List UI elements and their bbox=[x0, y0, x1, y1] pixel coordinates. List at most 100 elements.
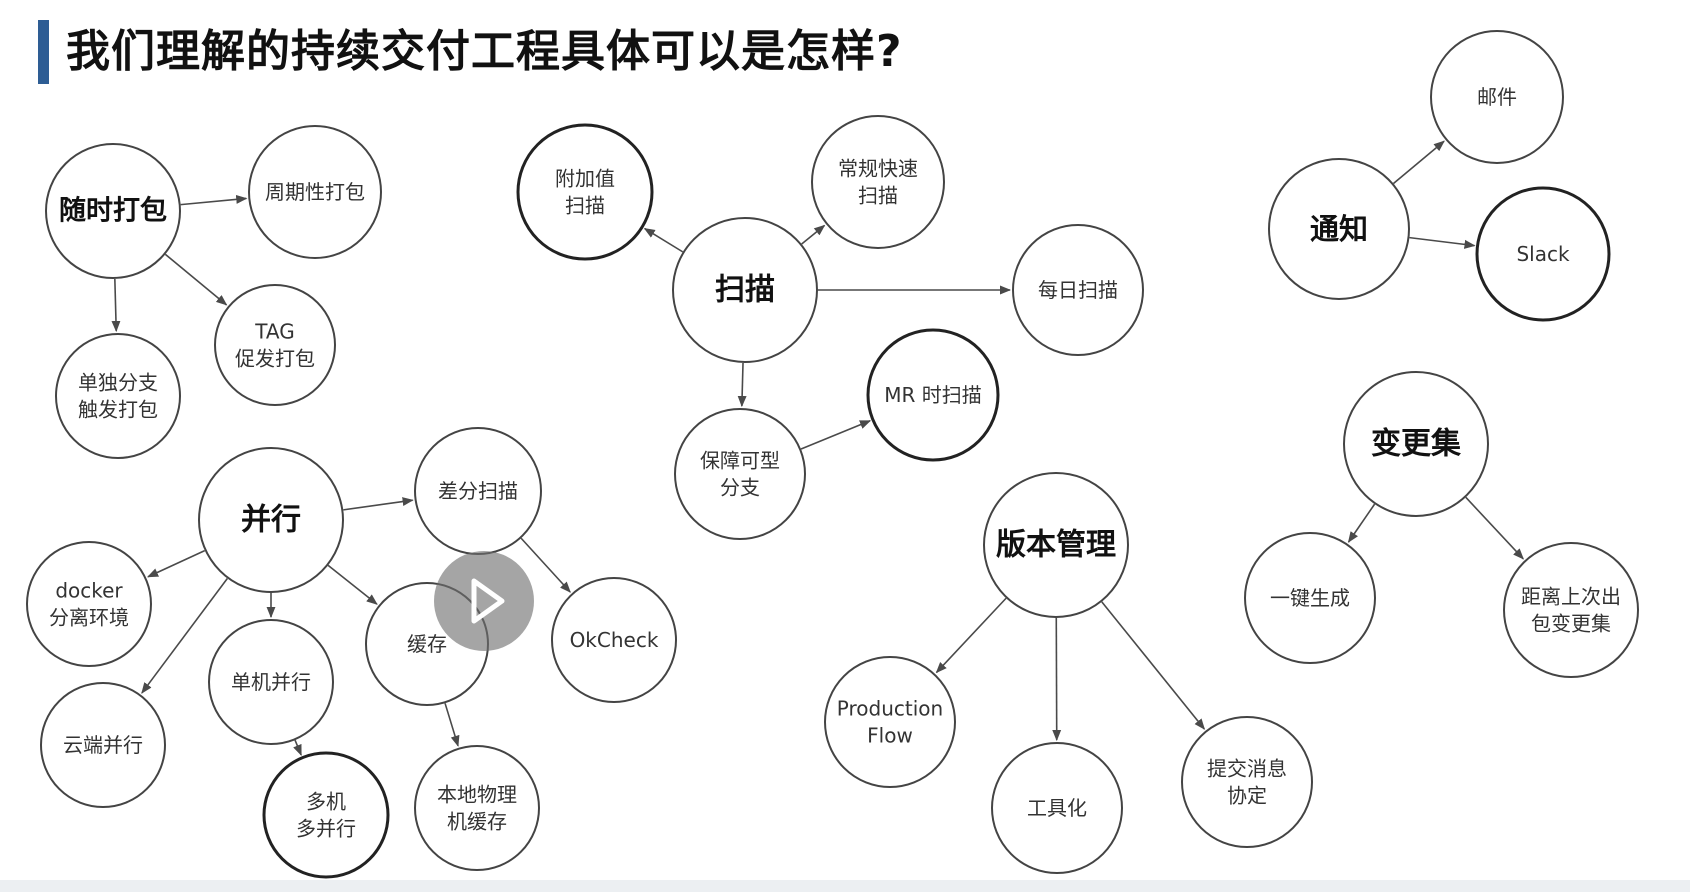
node-circle bbox=[1430, 30, 1564, 164]
node-label: 并行 bbox=[241, 503, 301, 538]
node-label: 单独分支 bbox=[78, 371, 158, 395]
node-label: TAG bbox=[254, 320, 295, 344]
node-circle bbox=[248, 125, 382, 259]
edge-tongzhi-to-youjian bbox=[1392, 140, 1445, 185]
edge-saomiao-to-baozhang_fenzhi bbox=[737, 362, 747, 408]
node-label: Slack bbox=[1516, 242, 1570, 266]
edge-chafen_saomiao-to-okcheck bbox=[520, 537, 571, 593]
node-circle bbox=[45, 143, 181, 279]
node-label: MR 时扫描 bbox=[884, 383, 982, 407]
edge-tongzhi-to-slack bbox=[1409, 236, 1476, 249]
node-label: 随时打包 bbox=[59, 195, 167, 227]
edge-biangengji-to-yijian_shengcheng bbox=[1347, 503, 1376, 543]
bottom-strip bbox=[0, 880, 1690, 892]
node-saomiao: 扫描 bbox=[672, 217, 818, 363]
node-label: 包变更集 bbox=[1531, 612, 1611, 636]
node-circle bbox=[414, 745, 540, 871]
video-play-button[interactable] bbox=[434, 551, 534, 651]
node-label: 分离环境 bbox=[49, 606, 129, 630]
node-circle bbox=[1268, 158, 1410, 300]
node-circle bbox=[983, 472, 1129, 618]
node-label: 距离上次出 bbox=[1521, 585, 1621, 609]
title-accent-bar bbox=[38, 20, 49, 84]
node-yijian-shengcheng: 一键生成 bbox=[1244, 532, 1376, 664]
node-label: 协定 bbox=[1227, 784, 1267, 808]
edge-biangengji-to-juli_shangci bbox=[1465, 496, 1524, 560]
edge-suishi_dabao-to-dandu_fenzhi bbox=[111, 278, 121, 333]
node-label: 通知 bbox=[1310, 212, 1368, 246]
node-chafen-saomiao: 差分扫描 bbox=[414, 427, 542, 555]
node-label: 多机 bbox=[306, 790, 346, 814]
node-circle bbox=[866, 328, 1000, 462]
node-label: 本地物理 bbox=[437, 783, 517, 807]
node-label: 保障可型 bbox=[700, 449, 780, 473]
node-label: 工具化 bbox=[1027, 796, 1087, 820]
node-circle bbox=[811, 115, 945, 249]
node-yunduan-bingxing: 云端并行 bbox=[40, 682, 166, 808]
node-circle bbox=[1475, 186, 1611, 322]
node-slack: Slack bbox=[1475, 186, 1611, 322]
edge-huancun-to-bendi_huancun bbox=[444, 703, 460, 747]
node-suishi-dabao: 随时打包 bbox=[45, 143, 181, 279]
node-label: 附加值 bbox=[555, 167, 615, 191]
edge-banben_guanli-to-production_flow bbox=[935, 597, 1007, 674]
node-circle bbox=[198, 447, 344, 593]
node-bingxing: 并行 bbox=[198, 447, 344, 593]
node-circle bbox=[26, 541, 152, 667]
node-label: 单机并行 bbox=[231, 670, 311, 694]
edges bbox=[111, 140, 1524, 756]
node-label: 扫描 bbox=[715, 273, 775, 308]
edge-saomiao-to-fujiazhi_saomiao bbox=[643, 227, 684, 253]
node-label: 版本管理 bbox=[996, 528, 1116, 563]
node-label: OkCheck bbox=[570, 628, 659, 652]
node-label: 扫描 bbox=[565, 194, 605, 218]
edge-baozhang_fenzhi-to-mr_saomiao bbox=[800, 420, 872, 450]
edge-bingxing-to-yunduan_bingxing bbox=[141, 578, 228, 694]
edge-saomiao-to-changgui_saomiao bbox=[801, 224, 826, 245]
node-tongzhi: 通知 bbox=[1268, 158, 1410, 300]
node-label: 分支 bbox=[720, 476, 760, 500]
edge-banben_guanli-to-tijiao_xiaoxi bbox=[1101, 601, 1206, 730]
node-biangengji: 变更集 bbox=[1343, 371, 1489, 517]
play-icon bbox=[471, 578, 505, 624]
node-label: 变更集 bbox=[1371, 427, 1462, 462]
edge-suishi_dabao-to-tag_cufa_dabao bbox=[164, 253, 228, 306]
node-circle bbox=[1012, 224, 1144, 356]
node-meiri-saomiao: 每日扫描 bbox=[1012, 224, 1144, 356]
page-title: 我们理解的持续交付工程具体可以是怎样? bbox=[66, 26, 903, 77]
node-circle bbox=[40, 682, 166, 808]
node-zhouqixing-dabao: 周期性打包 bbox=[248, 125, 382, 259]
edge-bingxing-to-huancun bbox=[327, 564, 378, 605]
node-circle bbox=[674, 408, 806, 540]
node-label: 一键生成 bbox=[1270, 586, 1350, 610]
node-label: 提交消息 bbox=[1207, 757, 1287, 781]
node-circle bbox=[214, 284, 336, 406]
node-circle bbox=[208, 619, 334, 745]
node-label: 多并行 bbox=[296, 817, 356, 841]
node-label: 云端并行 bbox=[63, 733, 143, 757]
node-okcheck: OkCheck bbox=[551, 577, 677, 703]
edge-bingxing-to-docker bbox=[147, 549, 206, 578]
node-circle bbox=[262, 751, 390, 879]
node-circle bbox=[55, 333, 181, 459]
node-label: 扫描 bbox=[858, 184, 898, 208]
node-banben-guanli: 版本管理 bbox=[983, 472, 1129, 618]
node-mr-saomiao: MR 时扫描 bbox=[866, 328, 1000, 462]
node-danji-bingxing: 单机并行 bbox=[208, 619, 334, 745]
edge-bingxing-to-chafen_saomiao bbox=[343, 497, 414, 511]
node-circle bbox=[991, 742, 1123, 874]
node-circle bbox=[1503, 542, 1639, 678]
node-label: 常规快速 bbox=[838, 157, 918, 181]
node-gongjuhua: 工具化 bbox=[991, 742, 1123, 874]
